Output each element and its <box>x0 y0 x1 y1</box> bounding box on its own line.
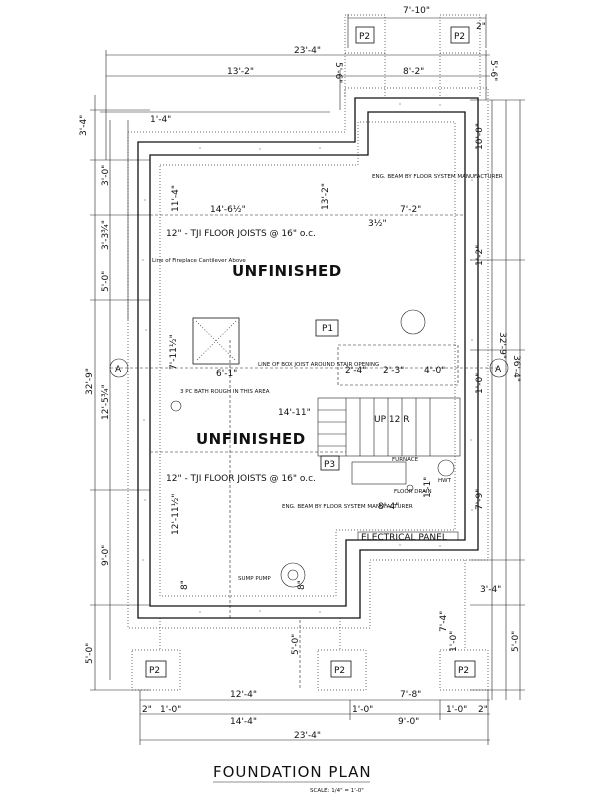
dim-1-4: 1'-4" <box>150 115 171 125</box>
dim-36-4-right: 36'-4" <box>511 355 521 382</box>
beam-note-upper: ENG. BEAM BY FLOOR SYSTEM MANUFACTURER <box>372 174 503 180</box>
dim-1-0-bottom-c: 1'-0" <box>446 705 467 715</box>
furnace-label: FURNACE <box>392 457 419 463</box>
pad-p2-top-right: P2 <box>454 32 465 42</box>
pad-p2-bottom-right: P2 <box>458 666 469 676</box>
dim-9-0: 9'-0" <box>398 717 419 727</box>
dim-1-0-bottom-b: 1'-0" <box>352 705 373 715</box>
dim-8-b: 8" <box>297 580 307 590</box>
pad-p3: P3 <box>324 460 335 470</box>
plan-text: 7'-10" 2" P2 P2 23'-4" 13'-2" 8'-2" 5'-6… <box>79 6 521 794</box>
dim-10-0-right: 10'-0" <box>475 123 485 150</box>
section-lines <box>110 340 500 690</box>
dim-5-0-int: 5'-0" <box>291 634 301 655</box>
left-dimensions <box>90 95 150 691</box>
pad-p2-bottom-mid: P2 <box>334 666 345 676</box>
joists-lower: 12" - TJI FLOOR JOISTS @ 16" o.c. <box>166 474 316 484</box>
dim-12-11-half: 12'-11½" <box>171 494 181 536</box>
floor-drain-label: FLOOR DRAIN <box>394 489 432 495</box>
dim-8-4: 8'-4" <box>378 502 399 512</box>
dim-1-2-right: 1'-2" <box>475 245 485 266</box>
dim-7-9-right: 7'-9" <box>475 489 485 510</box>
dim-7-2: 7'-2" <box>400 205 421 215</box>
pad-p2-top-left: P2 <box>359 32 370 42</box>
dim-7-8: 7'-8" <box>400 690 421 700</box>
pad-p1: P1 <box>322 324 333 334</box>
dim-13-2-top: 13'-2" <box>227 67 254 77</box>
fireplace-note: Line of Fireplace Cantilever Above <box>152 258 246 264</box>
dim-2: 2" <box>476 22 486 32</box>
dim-12-4: 12'-4" <box>230 690 257 700</box>
joists-upper: 12" - TJI FLOOR JOISTS @ 16" o.c. <box>166 229 316 239</box>
dim-23-4-bottom: 23'-4" <box>294 731 321 741</box>
dim-14-6-half: 14'-6½" <box>210 205 246 215</box>
dim-8-2-top: 8'-2" <box>403 67 424 77</box>
electrical-panel-label: ELECTRICAL PANEL <box>361 533 447 543</box>
beam-note-lower: ENG. BEAM BY FLOOR SYSTEM MANUFACTURER <box>282 504 413 510</box>
dim-7-11-half: 7'-11½" <box>169 334 179 370</box>
dim-14-4: 14'-4" <box>230 717 257 727</box>
dim-3-half: 3½" <box>368 219 387 229</box>
dim-11-4: 11'-4" <box>171 185 181 212</box>
dim-14-11: 14'-11" <box>278 408 311 418</box>
stair-up: UP 12 R <box>374 415 409 425</box>
box-joist-note: LINE OF BOX JOIST AROUND STAIR OPENING <box>258 362 379 368</box>
section-a-left: A <box>115 365 122 375</box>
dim-1-1: 1'-1" <box>423 477 433 498</box>
dim-1-0-right: 1'-0" <box>475 373 485 394</box>
plan-title: FOUNDATION PLAN <box>213 763 372 781</box>
dim-2-bottom-b: 2" <box>478 705 488 715</box>
dim-1-0-right-b: 1'-0" <box>449 631 459 652</box>
top-dimensions <box>100 14 490 160</box>
right-dimensions <box>470 99 525 700</box>
stair-4-0: 4'-0" <box>424 366 445 376</box>
dim-3-4-left: 3'-4" <box>79 115 89 136</box>
stair-2-4: 2'-4" <box>345 366 366 376</box>
dim-5-0-left-b: 5'-0" <box>85 643 95 664</box>
hwt-label: HWT <box>438 478 452 484</box>
dim-2-bottom-a: 2" <box>142 705 152 715</box>
dim-9-0-left: 9'-0" <box>101 545 111 566</box>
stair-2-3: 2'-3" <box>383 366 404 376</box>
dim-7-4-right: 7'-4" <box>439 611 449 632</box>
unfinished-upper: UNFINISHED <box>232 262 342 280</box>
section-markers <box>109 358 509 378</box>
dim-13-2-int: 13'-2" <box>321 183 331 210</box>
dim-12-5-3q-left: 12'-5¾" <box>101 384 111 420</box>
dim-3-0-left: 3'-0" <box>101 165 111 186</box>
bottom-dimensions <box>139 690 490 745</box>
dim-6-1: 6'-1" <box>216 369 237 379</box>
dim-3-3-3q-left: 3'-3¾" <box>101 220 111 250</box>
pad-p2-bottom-left: P2 <box>149 666 160 676</box>
section-a-right: A <box>495 365 502 375</box>
dim-23-4-top: 23'-4" <box>294 46 321 56</box>
plan-scale: SCALE: 1/4" = 1'-0" <box>310 788 364 794</box>
sump-pump-label: SUMP PUMP <box>238 576 271 582</box>
dim-3-4-right: 3'-4" <box>480 585 501 595</box>
dim-5-0-right: 5'-0" <box>511 631 521 652</box>
footing-pads <box>131 14 489 691</box>
dim-8-a: 8" <box>180 580 190 590</box>
unfinished-lower: UNFINISHED <box>196 430 306 448</box>
dim-32-9-left: 32'-9" <box>85 368 95 395</box>
foundation-walls <box>127 87 489 629</box>
dim-5-0-left-a: 5'-0" <box>101 271 111 292</box>
dim-1-0-bottom-a: 1'-0" <box>160 705 181 715</box>
dim-5-6-a: 5'-6" <box>333 62 343 83</box>
dim-32-9-right: 32'-9" <box>497 332 507 359</box>
interior-elements <box>150 214 465 588</box>
dim-5-6-b: 5'-6" <box>488 60 498 81</box>
bath-note: 3 PC BATH ROUGH IN THIS AREA <box>180 389 270 395</box>
wall-hatch <box>142 103 473 613</box>
dim-7-10: 7'-10" <box>403 6 430 16</box>
